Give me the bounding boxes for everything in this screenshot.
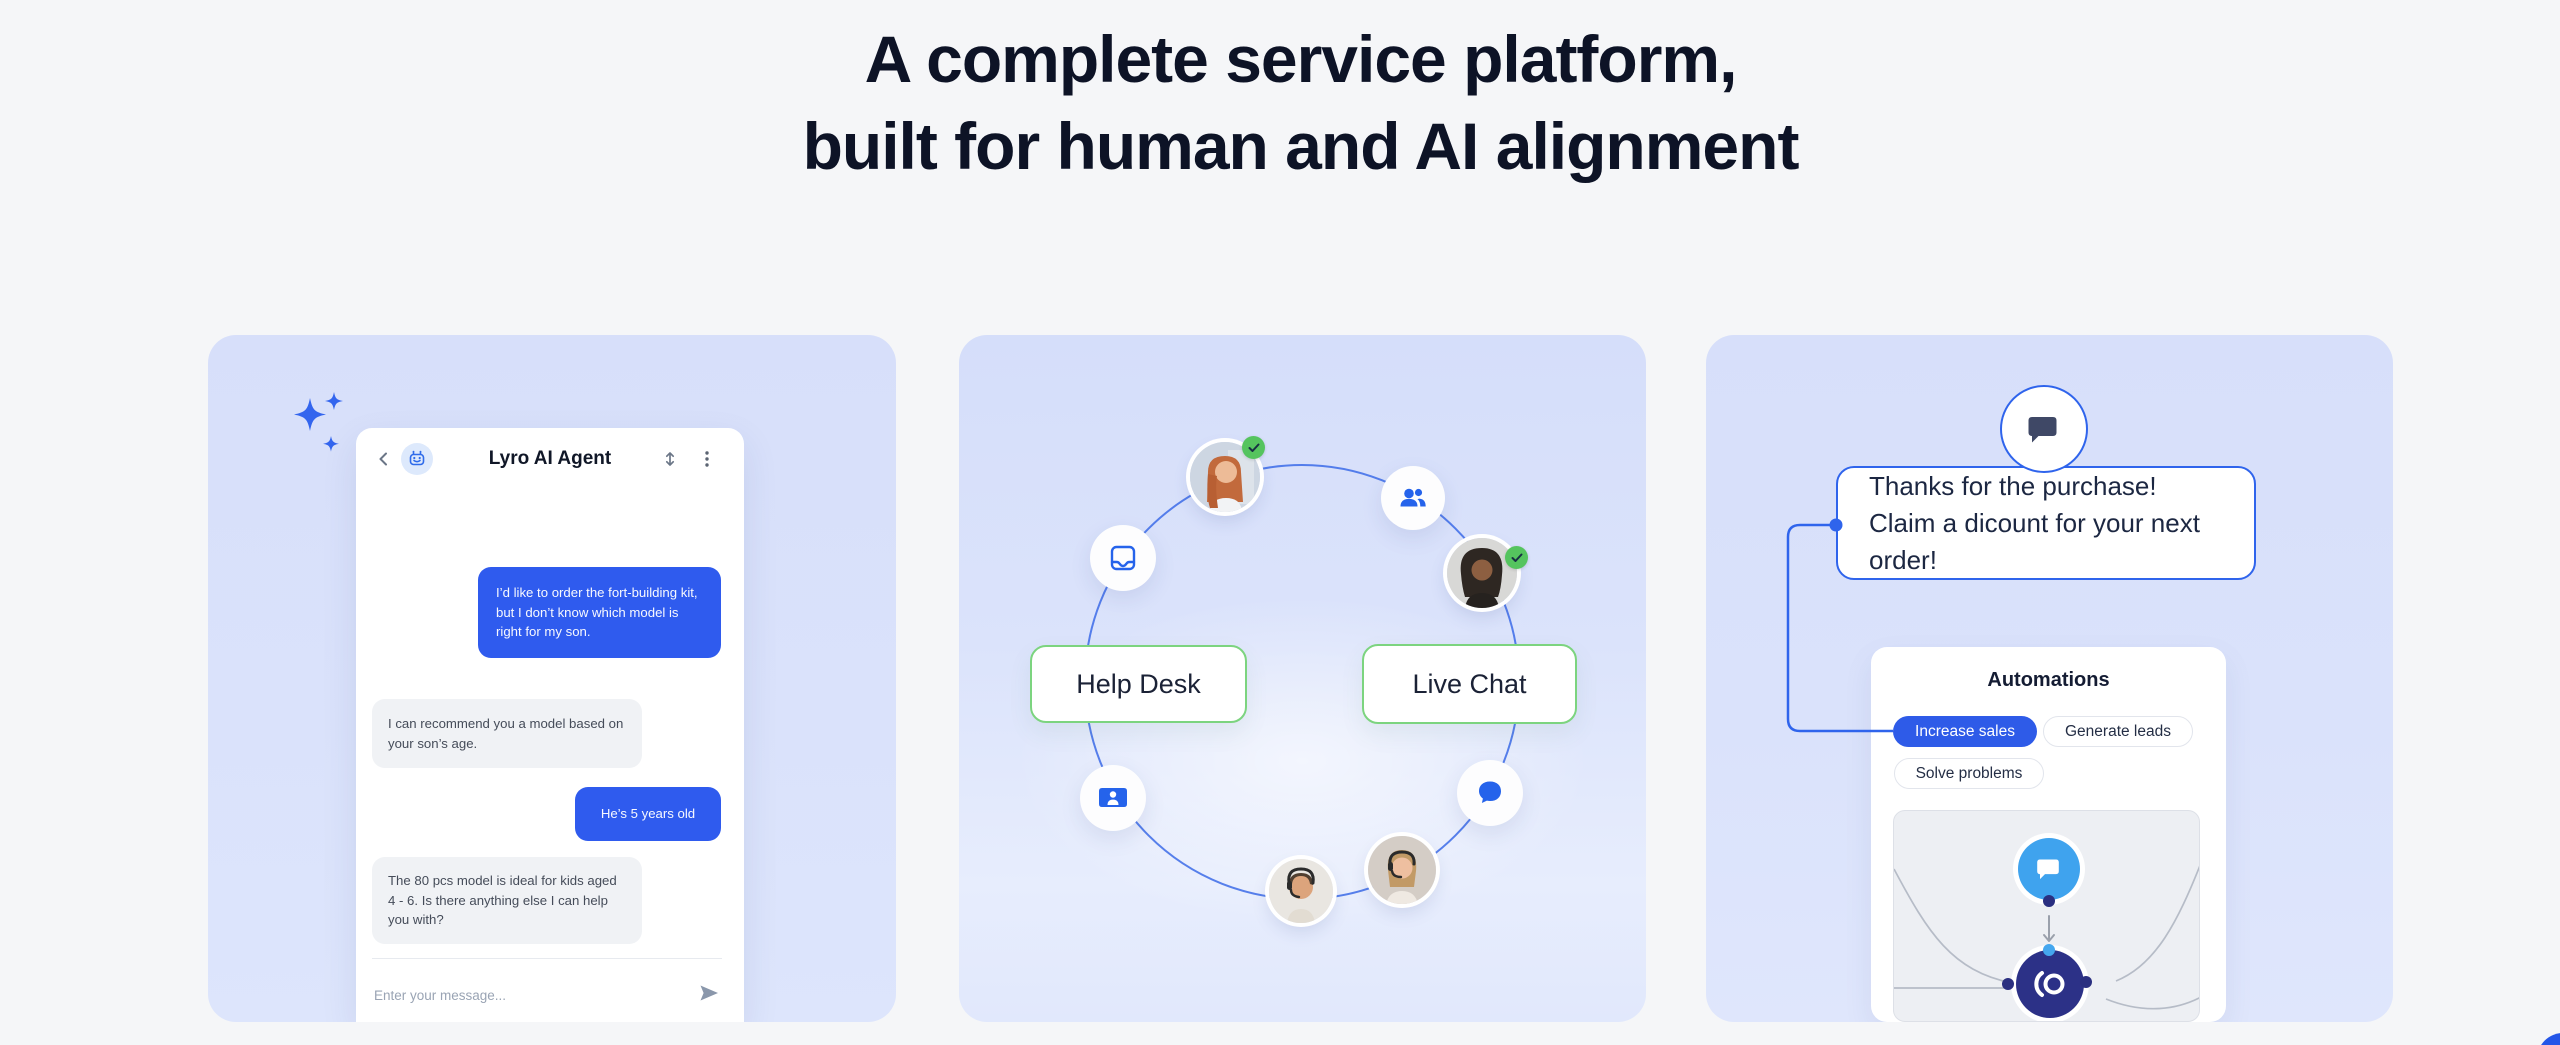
card-lyro-ai-agent: Lyro AI Agent I’d like to order the f (208, 335, 896, 1022)
chat-widget-header: Lyro AI Agent (356, 428, 744, 490)
agent-message-bubble: The 80 pcs model is ideal for kids aged … (372, 857, 642, 944)
automation-message: Thanks for the purchase! Claim a dicount… (1836, 466, 2256, 580)
avatar-agent-redhair (1190, 442, 1260, 512)
flow-port-dot (2043, 895, 2055, 907)
arrow-down-icon (2041, 914, 2057, 946)
resize-icon[interactable] (662, 450, 678, 468)
card-automations: Thanks for the purchase! Claim a dicount… (1706, 335, 2393, 1022)
check-icon (1242, 436, 1265, 459)
chip-label: Increase sales (1915, 722, 2015, 740)
chat-bubble-icon (1457, 760, 1523, 826)
sparkles-icon (286, 390, 350, 458)
flow-port-dot (2002, 978, 2014, 990)
chevron-left-icon[interactable] (376, 451, 392, 467)
chip-generate-leads[interactable]: Generate leads (2043, 716, 2193, 747)
flow-port-dot (2043, 944, 2055, 956)
chat-widget-title: Lyro AI Agent (488, 448, 612, 469)
chip-solve-problems[interactable]: Solve problems (1894, 758, 2044, 789)
automation-message-text: Thanks for the purchase! Claim a dicount… (1869, 470, 2200, 575)
flow-lyro-node (2016, 950, 2084, 1018)
help-desk-label: Help Desk (1076, 668, 1201, 699)
robot-avatar-icon (401, 443, 433, 475)
chat-launcher-icon[interactable] (2537, 1033, 2560, 1045)
card-channels: Help Desk Live Chat (959, 335, 1646, 1022)
automations-panel-title: Automations (1987, 669, 2110, 691)
send-icon[interactable] (698, 983, 720, 1003)
flow-wires (1894, 865, 2199, 1010)
kebab-menu-icon[interactable] (701, 450, 713, 468)
automations-panel: Automations Increase sales Generate lead… (1871, 647, 2226, 1022)
live-chat-button[interactable]: Live Chat (1362, 644, 1577, 724)
avatar-agent-curly (1447, 538, 1517, 608)
contact-badge-icon (1080, 765, 1146, 831)
avatar-agent-woman-headset (1368, 836, 1436, 904)
people-icon (1381, 466, 1445, 530)
input-divider (372, 958, 722, 959)
automation-flow-canvas (1893, 810, 2200, 1022)
heading-line-2: built for human and AI alignment (802, 109, 1800, 183)
lyro-logo-icon (2034, 971, 2065, 997)
agent-message-bubble: I can recommend you a model based on you… (372, 699, 642, 768)
heading-line-1: A complete service platform, (864, 22, 1738, 96)
chip-label: Solve problems (1915, 764, 2023, 782)
flow-port-dot (2080, 976, 2092, 988)
speech-bubble-icon (2000, 385, 2088, 473)
flow-chat-trigger-node (2018, 838, 2080, 900)
chip-label: Generate leads (2065, 722, 2171, 740)
section-heading: A complete service platform, built for h… (208, 16, 2393, 190)
chip-increase-sales[interactable]: Increase sales (1893, 716, 2037, 747)
message-input[interactable] (372, 973, 676, 1017)
visitor-message-bubble: I’d like to order the fort-building kit,… (478, 567, 721, 658)
live-chat-label: Live Chat (1412, 668, 1527, 699)
check-icon (1505, 546, 1528, 569)
message-input-row (372, 973, 722, 1017)
visitor-message-bubble: He’s 5 years old (575, 787, 721, 841)
avatar-agent-man-headset (1269, 859, 1333, 923)
help-desk-button[interactable]: Help Desk (1030, 645, 1247, 723)
helpdesk-tray-icon (1090, 525, 1156, 591)
chat-widget: Lyro AI Agent I’d like to order the f (356, 428, 744, 1022)
